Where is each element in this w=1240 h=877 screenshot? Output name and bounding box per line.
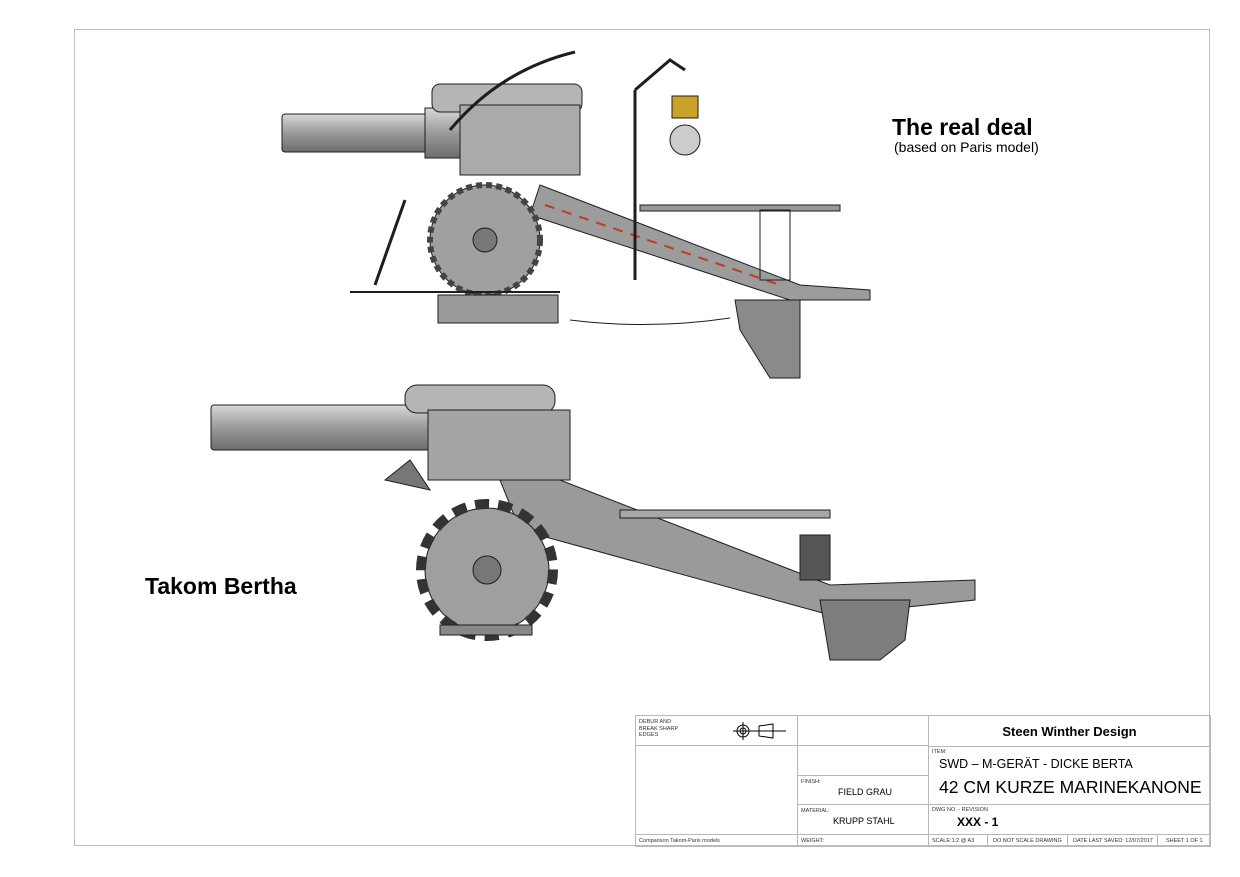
material-label: MATERIAL: bbox=[801, 808, 830, 814]
real-trail bbox=[529, 184, 871, 301]
dwg-cell: DWG NO. - REVISION XXX - 1 bbox=[928, 804, 1211, 835]
item-line-1: SWD – M-GERÄT - DICKE BERTA bbox=[939, 757, 1133, 771]
finish-value: FIELD GRAU bbox=[838, 787, 893, 797]
material-value: KRUPP STAHL bbox=[833, 816, 895, 826]
weight-cell: WEIGHT: bbox=[797, 834, 929, 847]
company-cell: Steen Winther Design bbox=[928, 715, 1211, 747]
item-label: ITEM: bbox=[932, 749, 947, 755]
real-barrel bbox=[281, 113, 433, 153]
real-lamp bbox=[671, 95, 699, 119]
takom-trail bbox=[499, 479, 976, 616]
takom-barrel bbox=[210, 404, 432, 451]
weight-label: WEIGHT: bbox=[801, 838, 824, 844]
drawing-frame bbox=[74, 29, 1210, 846]
comment-cell: Comparison Takom-Paris models bbox=[635, 834, 798, 847]
real-model-subtitle: (based on Paris model) bbox=[894, 139, 1039, 155]
projection-symbol-icon bbox=[733, 722, 786, 740]
debur-note: DEBUR AND BREAK SHARP EDGES bbox=[639, 719, 679, 738]
dwg-label: DWG NO. - REVISION bbox=[932, 807, 988, 813]
do-not-scale-text: DO NOT SCALE DRAWING bbox=[993, 838, 1062, 844]
dwg-value: XXX - 1 bbox=[957, 815, 999, 829]
date-saved-text: DATE LAST SAVED: 12/07/2017 bbox=[1073, 838, 1153, 844]
finish-label: FINISH: bbox=[801, 779, 821, 785]
company-name: Steen Winther Design bbox=[1002, 724, 1137, 739]
comment-text: Comparison Takom-Paris models bbox=[639, 838, 720, 844]
item-cell: ITEM: SWD – M-GERÄT - DICKE BERTA 42 CM … bbox=[928, 746, 1211, 805]
item-line-2: 42 CM KURZE MARINEKANONE bbox=[939, 777, 1202, 797]
title-block: DEBUR AND BREAK SHARP EDGES Comparison T… bbox=[635, 715, 1211, 847]
takom-model-title: Takom Bertha bbox=[145, 573, 297, 599]
scale-text: SCALE:1:2 @ A3 bbox=[932, 838, 975, 844]
sheet-text: SHEET 1 OF 1 bbox=[1166, 838, 1203, 844]
real-model-title: The real deal bbox=[892, 114, 1033, 140]
takom-model-view bbox=[210, 384, 976, 661]
material-cell: MATERIAL: KRUPP STAHL bbox=[797, 804, 929, 835]
finish-cell: FINISH: FIELD GRAU bbox=[797, 775, 929, 805]
real-model-view bbox=[281, 50, 871, 379]
